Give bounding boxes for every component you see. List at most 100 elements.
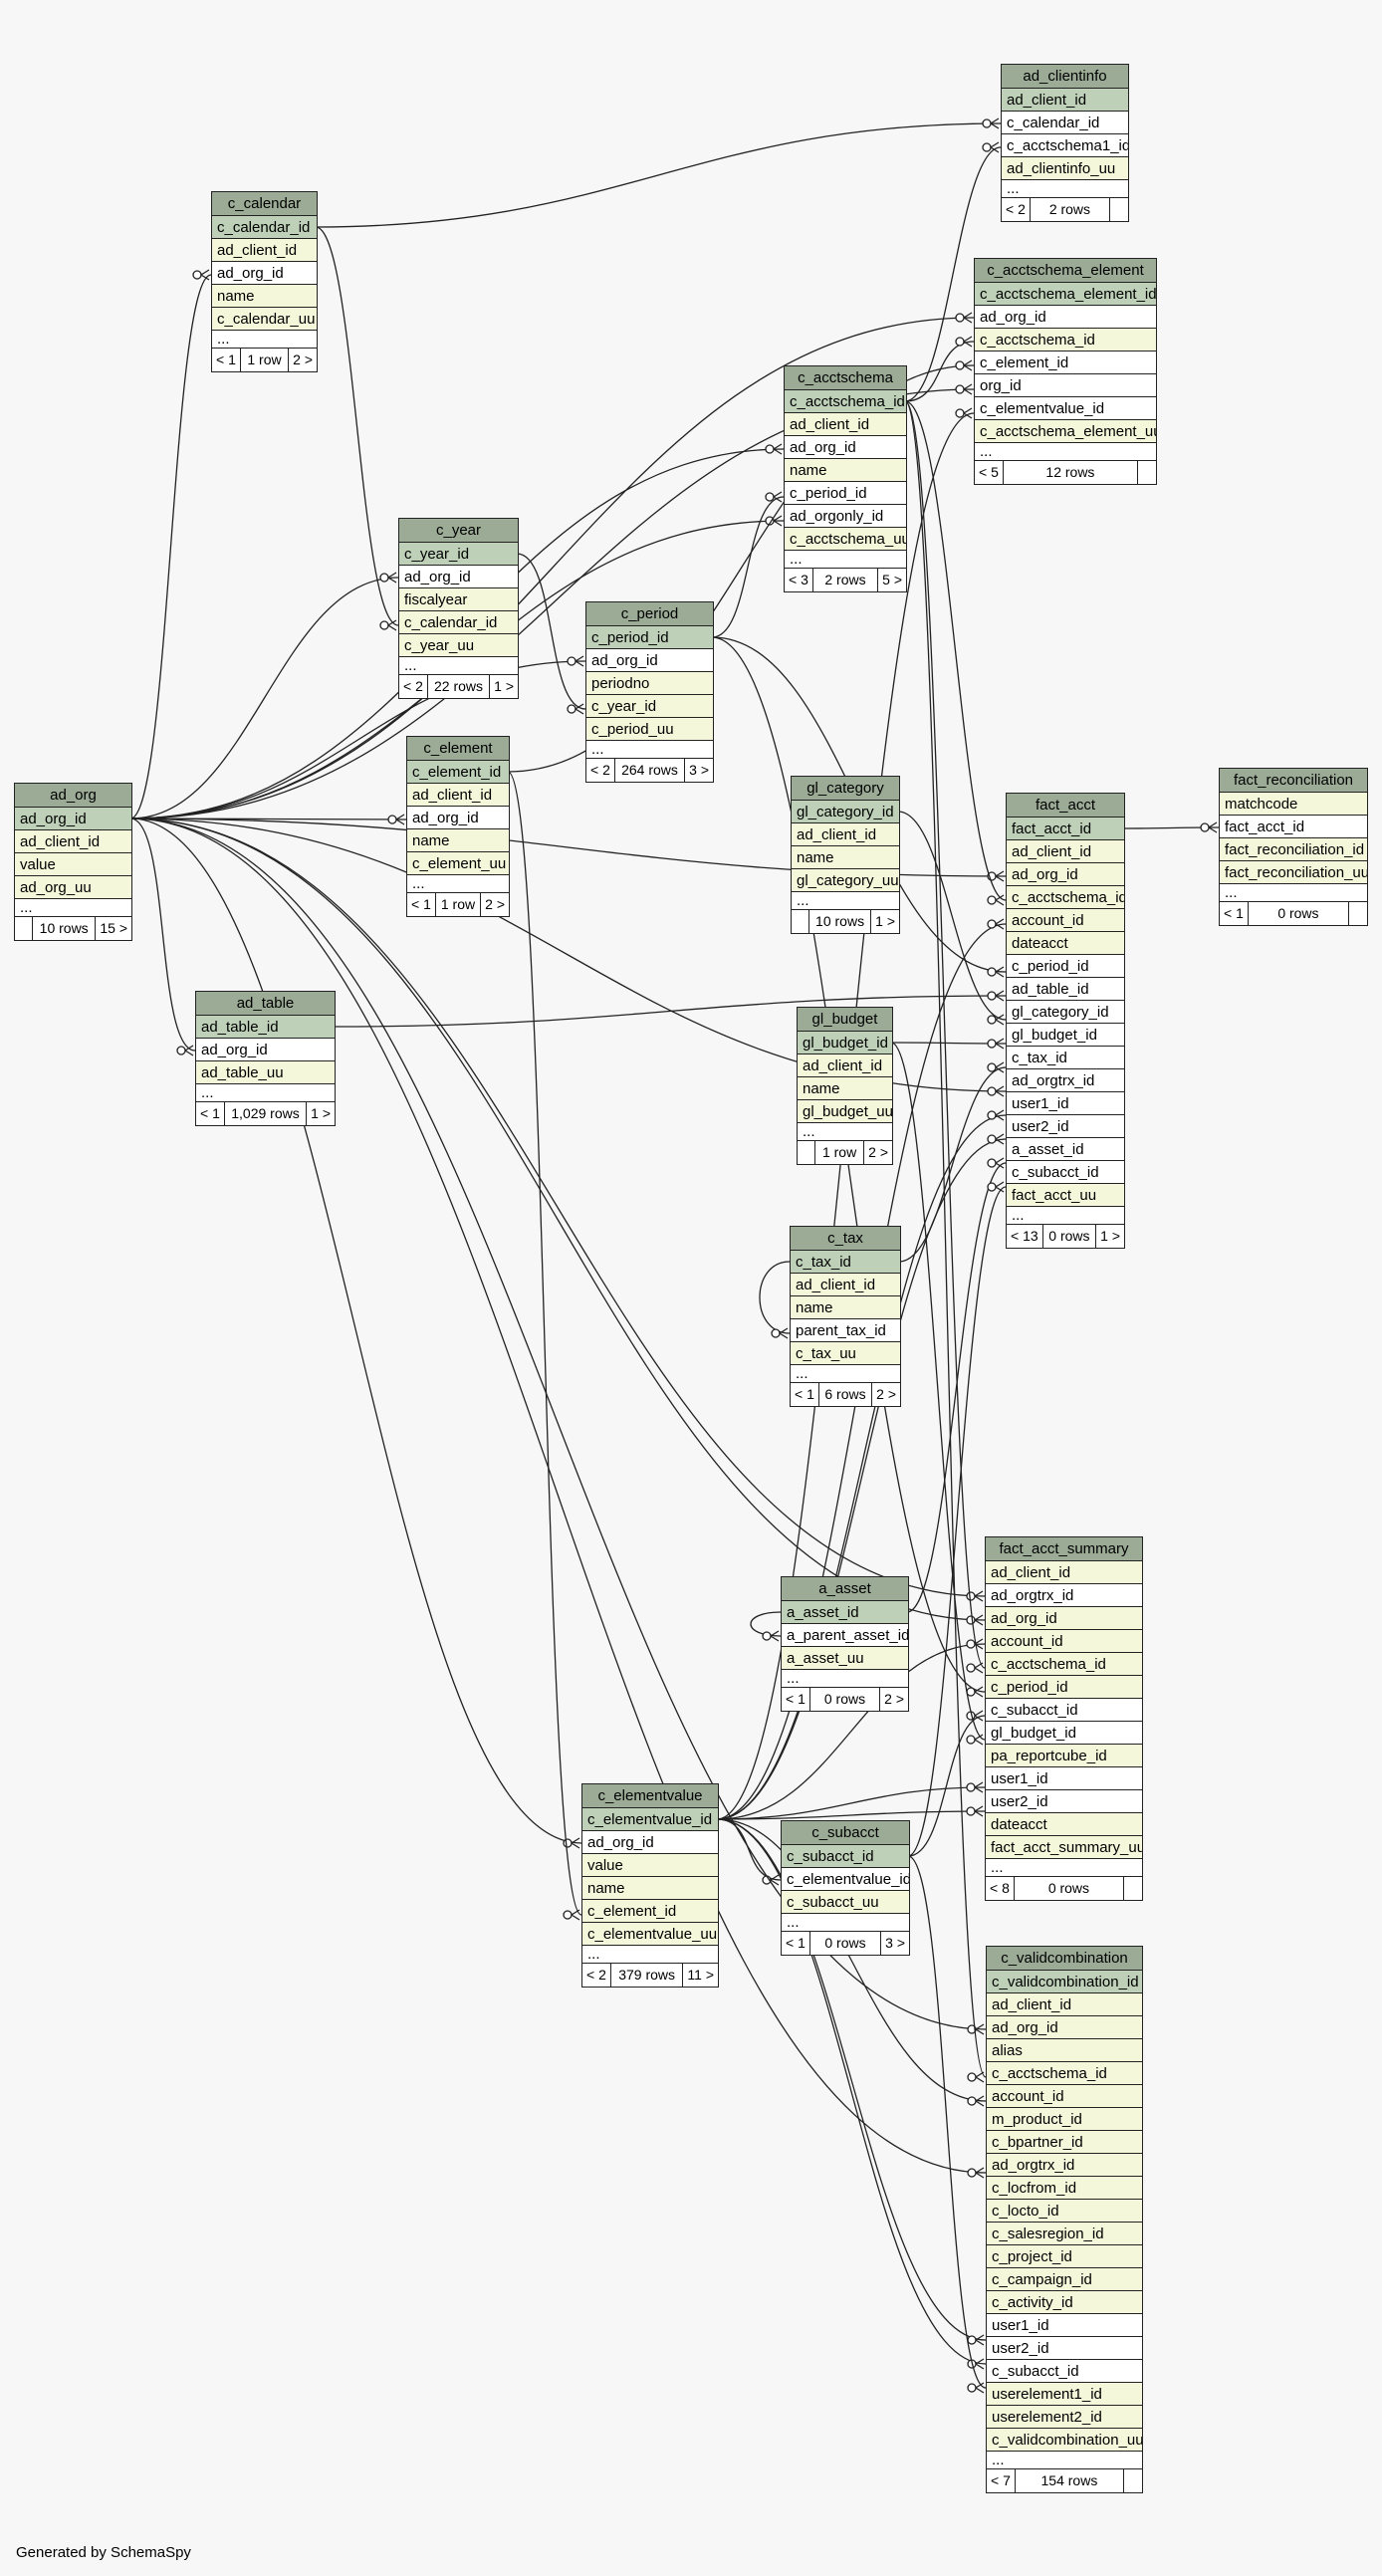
table-title[interactable]: fact_acct_summary bbox=[986, 1537, 1142, 1561]
column-row[interactable]: c_acctschema_element_id bbox=[975, 283, 1156, 306]
row-count[interactable]: 2 rows bbox=[1031, 198, 1110, 221]
column-row[interactable]: fact_acct_id bbox=[1007, 818, 1124, 840]
row-count[interactable]: 2 rows bbox=[813, 569, 879, 591]
children-count[interactable] bbox=[1124, 1877, 1142, 1900]
table-title[interactable]: c_acctschema bbox=[785, 366, 906, 390]
children-count[interactable] bbox=[1349, 902, 1367, 925]
children-count[interactable] bbox=[1124, 2469, 1142, 2492]
column-row[interactable]: user2_id bbox=[1007, 1115, 1124, 1138]
parents-count[interactable]: < 1 bbox=[212, 349, 241, 371]
column-row[interactable]: c_elementvalue_id bbox=[582, 1808, 718, 1831]
column-row[interactable]: a_asset_id bbox=[1007, 1138, 1124, 1161]
parents-count[interactable]: < 2 bbox=[582, 1964, 611, 1987]
column-row[interactable]: c_validcombination_uu bbox=[987, 2429, 1142, 2452]
column-row[interactable]: ad_client_id bbox=[1007, 840, 1124, 863]
column-row[interactable]: c_elementvalue_uu bbox=[582, 1923, 718, 1946]
table-title[interactable]: c_acctschema_element bbox=[975, 259, 1156, 283]
column-row[interactable]: ad_org_id bbox=[196, 1039, 335, 1061]
children-count[interactable]: 1 > bbox=[875, 913, 895, 929]
column-row[interactable]: user2_id bbox=[986, 1790, 1142, 1813]
column-row[interactable]: ad_orgtrx_id bbox=[1007, 1069, 1124, 1092]
column-row[interactable]: fact_acct_id bbox=[1220, 816, 1367, 838]
column-row[interactable]: c_calendar_id bbox=[1002, 112, 1128, 134]
row-count[interactable]: 6 rows bbox=[819, 1383, 873, 1406]
column-row[interactable]: ad_clientinfo_uu bbox=[1002, 157, 1128, 180]
column-row[interactable]: gl_category_id bbox=[1007, 1001, 1124, 1024]
children-count[interactable]: 3 > bbox=[885, 1935, 905, 1951]
column-row[interactable]: ad_client_id bbox=[15, 830, 131, 853]
children-count[interactable]: 1 > bbox=[1100, 1228, 1120, 1244]
column-row[interactable]: c_acctschema_element_uu bbox=[975, 420, 1156, 443]
column-row[interactable]: name bbox=[792, 846, 899, 869]
column-row[interactable]: c_tax_id bbox=[791, 1251, 900, 1274]
parents-count[interactable]: < 8 bbox=[986, 1877, 1015, 1900]
column-row[interactable]: c_year_id bbox=[586, 695, 713, 718]
column-row[interactable]: c_elementvalue_id bbox=[782, 1868, 909, 1891]
column-row[interactable]: c_subacct_uu bbox=[782, 1891, 909, 1914]
row-count[interactable]: 0 rows bbox=[1015, 1877, 1124, 1900]
table-title[interactable]: c_validcombination bbox=[987, 1947, 1142, 1971]
column-row[interactable]: c_locto_id bbox=[987, 2200, 1142, 2223]
column-row[interactable]: c_subacct_id bbox=[1007, 1161, 1124, 1184]
column-row[interactable]: ad_org_uu bbox=[15, 876, 131, 899]
column-row[interactable]: c_campaign_id bbox=[987, 2268, 1142, 2291]
column-row[interactable]: c_acctschema_id bbox=[975, 329, 1156, 351]
children-count[interactable]: 11 > bbox=[687, 1967, 714, 1983]
column-row[interactable]: fiscalyear bbox=[399, 588, 518, 611]
column-row[interactable]: ad_org_id bbox=[212, 262, 317, 285]
table-title[interactable]: c_year bbox=[399, 519, 518, 543]
children-count[interactable]: 2 > bbox=[876, 1386, 896, 1402]
column-row[interactable]: ad_org_id bbox=[407, 807, 509, 829]
children-count[interactable]: 15 > bbox=[100, 920, 127, 936]
column-row[interactable]: user2_id bbox=[987, 2337, 1142, 2360]
column-row[interactable]: user1_id bbox=[986, 1767, 1142, 1790]
column-row[interactable]: dateacct bbox=[1007, 932, 1124, 955]
table-title[interactable]: fact_reconciliation bbox=[1220, 769, 1367, 793]
column-row[interactable]: c_period_id bbox=[785, 482, 906, 505]
column-row[interactable]: c_year_id bbox=[399, 543, 518, 566]
row-count[interactable]: 0 rows bbox=[1249, 902, 1349, 925]
row-count[interactable]: 0 rows bbox=[1043, 1225, 1097, 1248]
parents-count[interactable]: < 7 bbox=[987, 2469, 1016, 2492]
row-count[interactable]: 1,029 rows bbox=[225, 1102, 308, 1125]
column-row[interactable]: gl_category_id bbox=[792, 801, 899, 823]
column-row[interactable]: gl_budget_id bbox=[1007, 1024, 1124, 1047]
column-row[interactable]: c_period_uu bbox=[586, 718, 713, 741]
column-row[interactable]: userelement1_id bbox=[987, 2383, 1142, 2406]
column-row[interactable]: c_project_id bbox=[987, 2245, 1142, 2268]
row-count[interactable]: 0 rows bbox=[810, 1688, 881, 1711]
row-count[interactable]: 379 rows bbox=[611, 1964, 684, 1987]
column-row[interactable]: c_tax_uu bbox=[791, 1342, 900, 1365]
table-title[interactable]: gl_category bbox=[792, 777, 899, 801]
column-row[interactable]: c_period_id bbox=[986, 1676, 1142, 1699]
column-row[interactable]: c_acctschema_id bbox=[987, 2062, 1142, 2085]
parents-count[interactable]: < 1 bbox=[1220, 902, 1249, 925]
column-row[interactable]: fact_reconciliation_uu bbox=[1220, 861, 1367, 884]
parents-count[interactable]: < 3 bbox=[785, 569, 813, 591]
column-row[interactable]: ad_org_id bbox=[986, 1607, 1142, 1630]
column-row[interactable]: c_acctschema_id bbox=[986, 1653, 1142, 1676]
row-count[interactable]: 22 rows bbox=[428, 675, 491, 698]
column-row[interactable]: c_element_uu bbox=[407, 852, 509, 875]
row-count[interactable]: 1 row bbox=[436, 893, 482, 916]
column-row[interactable]: c_period_id bbox=[1007, 955, 1124, 978]
column-row[interactable]: account_id bbox=[1007, 909, 1124, 932]
column-row[interactable]: ad_org_id bbox=[582, 1831, 718, 1854]
parents-count[interactable]: < 1 bbox=[407, 893, 436, 916]
column-row[interactable]: name bbox=[582, 1877, 718, 1900]
column-row[interactable]: c_year_uu bbox=[399, 634, 518, 657]
column-row[interactable]: ad_org_id bbox=[399, 566, 518, 588]
column-row[interactable]: ad_table_id bbox=[1007, 978, 1124, 1001]
column-row[interactable]: gl_budget_id bbox=[798, 1032, 892, 1054]
column-row[interactable]: c_acctschema1_id bbox=[1002, 134, 1128, 157]
column-row[interactable]: a_asset_uu bbox=[782, 1647, 908, 1670]
column-row[interactable]: c_subacct_id bbox=[782, 1845, 909, 1868]
column-row[interactable]: c_period_id bbox=[586, 626, 713, 649]
column-row[interactable]: name bbox=[785, 459, 906, 482]
column-row[interactable]: ad_org_id bbox=[1007, 863, 1124, 886]
column-row[interactable]: c_element_id bbox=[582, 1900, 718, 1923]
parents-count[interactable] bbox=[798, 1141, 815, 1164]
column-row[interactable]: userelement2_id bbox=[987, 2406, 1142, 2429]
parents-count[interactable]: < 1 bbox=[196, 1102, 225, 1125]
table-title[interactable]: c_element bbox=[407, 737, 509, 761]
